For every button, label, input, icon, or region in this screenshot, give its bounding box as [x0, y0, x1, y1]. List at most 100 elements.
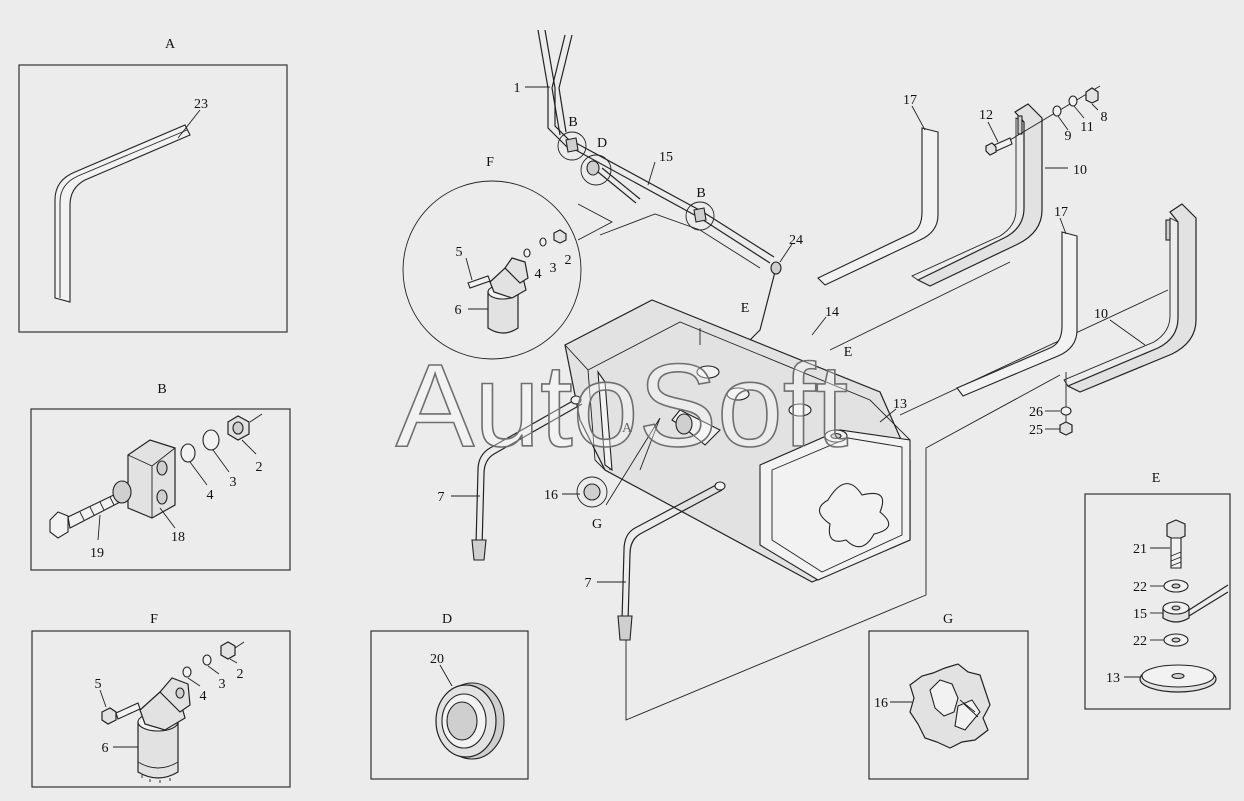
washer-11 [1068, 95, 1078, 107]
panel-d-title: D [442, 612, 452, 627]
detail-panel-d: D 20 [370, 612, 529, 780]
pad-13 [1139, 664, 1217, 693]
callout-11: 11 [1080, 120, 1093, 135]
bolt-19 [49, 491, 125, 539]
detail-letter-e2: E [844, 345, 853, 360]
leader-23 [177, 109, 201, 139]
leader-24 [779, 243, 793, 263]
detail-letter-g: G [592, 517, 602, 532]
callout-22b: 22 [1133, 634, 1147, 649]
panel-f-title: F [150, 612, 158, 627]
callout-17a: 17 [903, 93, 917, 108]
callout-15: 15 [1133, 607, 1147, 622]
filter-link-lines [577, 203, 761, 269]
callout-8: 8 [1101, 110, 1108, 125]
detail-panel-e: E 21 22 15 22 13 [1084, 471, 1231, 710]
clamp-b1 [565, 137, 579, 153]
callout-9: 9 [1065, 129, 1072, 144]
pipe-24 [749, 267, 777, 341]
detail-circle-f-title: F [486, 155, 494, 170]
clamp-b2 [693, 207, 707, 223]
fuel-filter-6 [137, 677, 191, 783]
leader-15 [647, 161, 656, 186]
washer-3 [202, 654, 212, 666]
callout-16: 16 [544, 488, 558, 503]
cap-16 [909, 663, 991, 749]
callout-7b: 7 [585, 576, 592, 591]
main-assembly: 1 15 B D B F [402, 29, 1197, 721]
detail-letter-a: A [622, 421, 633, 436]
nut-8 [1085, 87, 1099, 104]
panel-a-title: A [165, 37, 176, 52]
callout-6: 6 [102, 741, 109, 756]
projection-line-low [625, 374, 1061, 721]
circle-f-callout-6: 6 [455, 303, 462, 318]
detail-circle-g [576, 476, 608, 508]
fuel-line-15 [571, 142, 775, 264]
washer-26 [1060, 406, 1072, 416]
washer-3 [202, 429, 220, 451]
leader-17b [1059, 217, 1067, 235]
watermark: AutoSoft [396, 340, 849, 472]
detail-panel-b: B 19 18 4 3 2 [30, 382, 291, 571]
leader-f5 [465, 257, 473, 281]
strip-17-lower [956, 231, 1078, 397]
leader-18 [159, 507, 176, 529]
nut-25 [1059, 421, 1073, 436]
leader-2 [229, 658, 238, 664]
detail-letter-b2: B [696, 186, 705, 201]
callout-19: 19 [90, 546, 104, 561]
circle-f-callout-3: 3 [550, 261, 557, 276]
strip-17-upper [817, 127, 939, 286]
callout-13: 13 [893, 397, 907, 412]
leader-4 [187, 677, 201, 687]
detail-circle-b1 [557, 131, 587, 161]
circle-f-callout-5: 5 [456, 245, 463, 260]
callout-4: 4 [200, 689, 207, 704]
pipe-1 [537, 29, 576, 151]
callout-18: 18 [171, 530, 185, 545]
leader-2 [241, 439, 257, 455]
washer-9 [1052, 105, 1062, 117]
leader-19 [97, 514, 101, 541]
leader-3 [207, 665, 220, 675]
clamp-15 [1162, 584, 1229, 623]
callout-25: 25 [1029, 423, 1043, 438]
callout-3: 3 [219, 677, 226, 692]
detail-panel-a: A 23 [18, 37, 288, 333]
callout-3: 3 [230, 475, 237, 490]
callout-22a: 22 [1133, 580, 1147, 595]
circle-f-callout-4: 4 [535, 267, 542, 282]
callout-7a: 7 [438, 490, 445, 505]
callout-10b: 10 [1094, 307, 1108, 322]
detail-panel-f: F 5 6 4 3 2 [31, 612, 291, 788]
filter-axis [234, 641, 245, 649]
detail-panel-g: G 16 [868, 612, 1029, 780]
callout-13: 13 [1106, 671, 1120, 686]
bracket-10-lower [1063, 203, 1197, 393]
leader-13 [879, 408, 897, 423]
leader-11 [1073, 105, 1085, 119]
callout-16: 16 [874, 696, 888, 711]
fuel-tank [564, 299, 911, 583]
circle-f-callout-2: 2 [565, 253, 572, 268]
strap-7-right [617, 481, 726, 641]
a-marker-line [605, 417, 661, 506]
callout-12: 12 [979, 108, 993, 123]
washer-22-top-hole [1171, 583, 1181, 589]
leader-9 [1057, 115, 1069, 131]
callout-1: 1 [514, 81, 521, 96]
circle-f-filter [467, 229, 567, 334]
callout-4: 4 [207, 488, 214, 503]
grommet-d [586, 160, 600, 176]
bolt-axis [249, 413, 263, 423]
bracket-strip-23 [54, 124, 191, 303]
washer-4 [180, 443, 196, 463]
nut-2 [227, 415, 250, 441]
washer-4 [182, 666, 192, 678]
callout-20: 20 [430, 652, 444, 667]
leader-14 [811, 316, 827, 336]
callout-21: 21 [1133, 542, 1147, 557]
cap-16-small [583, 483, 601, 501]
